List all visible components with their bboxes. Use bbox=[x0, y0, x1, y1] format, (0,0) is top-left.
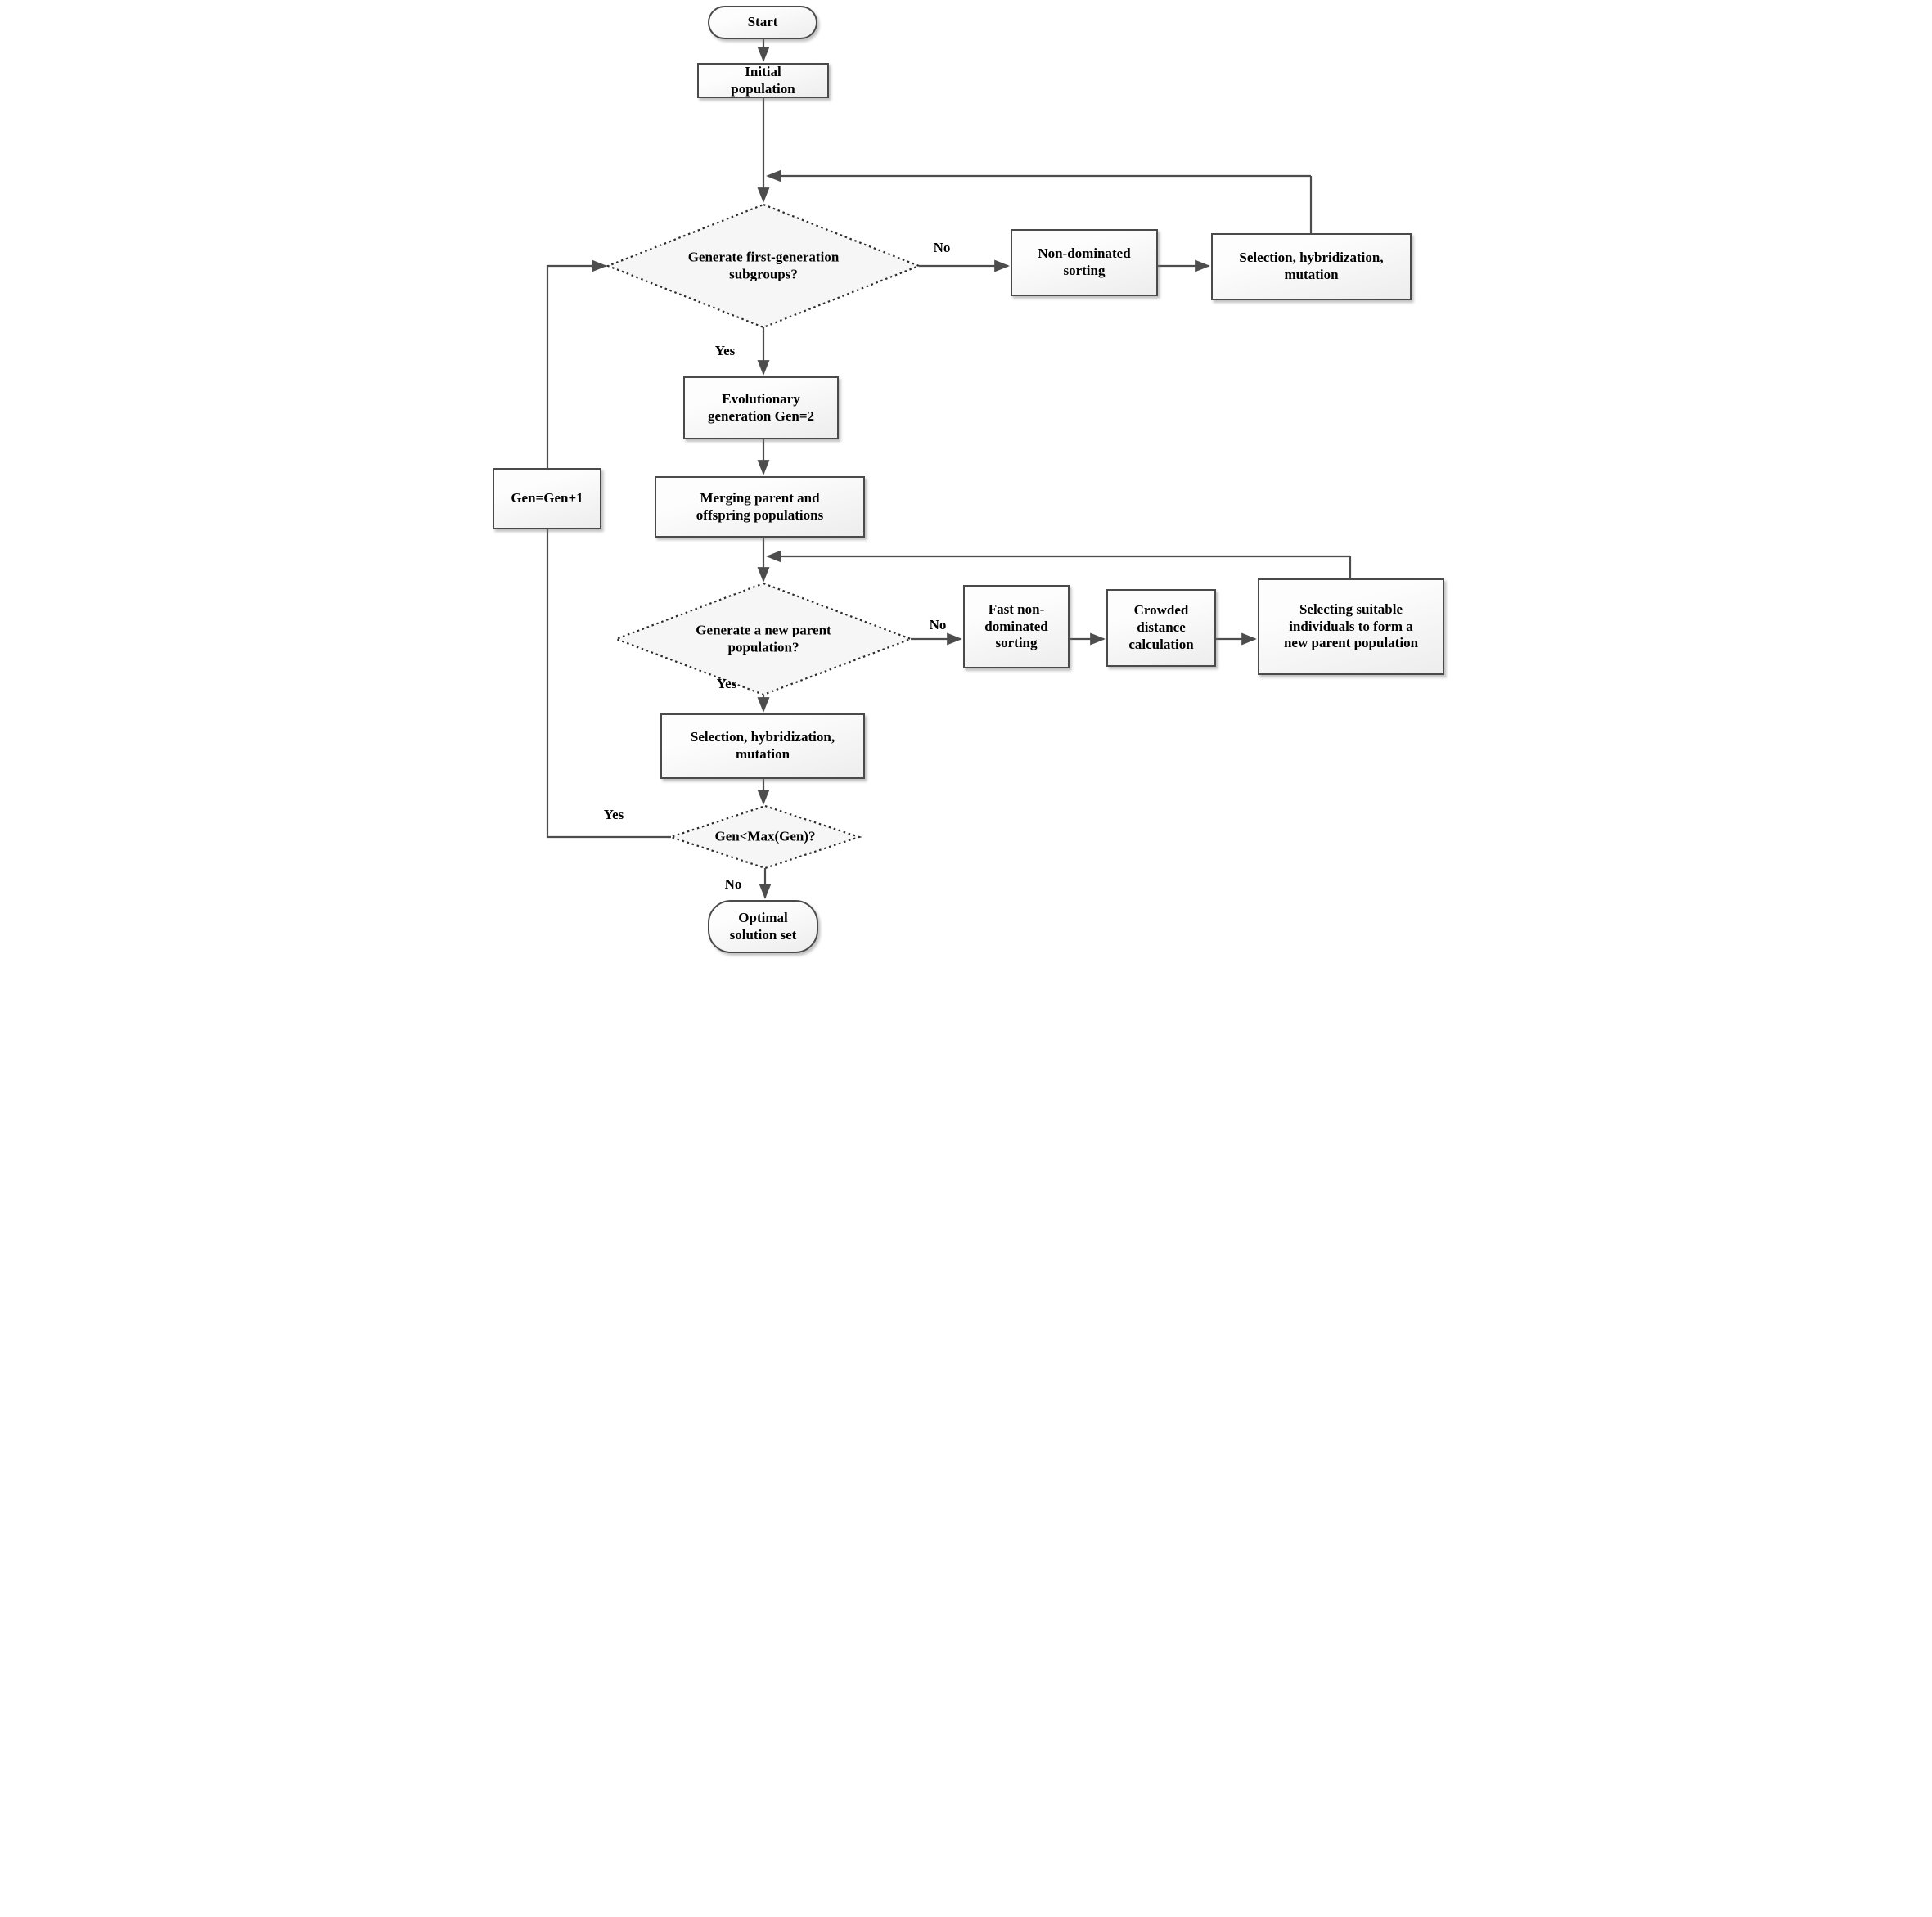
flowchart-connectors bbox=[546, 39, 1352, 899]
node-fast-non-dominated-sorting: Fast non- dominated sorting bbox=[963, 585, 1070, 668]
branch-label-no-second-decision: No bbox=[929, 617, 947, 632]
node-initial-population: Initial population bbox=[697, 63, 829, 98]
node-evolutionary-generation: Evolutionary generation Gen=2 bbox=[683, 376, 839, 439]
decision-label-new-parent-population: Generate a new parent population? bbox=[696, 622, 831, 655]
node-selection-hybridization-mutation-bottom: Selection, hybridization, mutation bbox=[660, 713, 865, 779]
decision-label-gen-max-check: Gen<Max(Gen)? bbox=[714, 828, 816, 844]
branch-label-no-gen-max-check: No bbox=[724, 876, 742, 892]
node-start: Start bbox=[708, 6, 817, 39]
decision-shape-first-generation-subgroups bbox=[606, 203, 921, 329]
branch-label-yes-second-decision: Yes bbox=[716, 676, 737, 691]
node-selecting-suitable-individuals: Selecting suitable individuals to form a… bbox=[1258, 578, 1444, 675]
decision-shape-gen-max-check bbox=[668, 804, 862, 870]
branch-label-yes-gen-max-check: Yes bbox=[603, 807, 624, 822]
node-crowded-distance-calculation: Crowded distance calculation bbox=[1106, 589, 1216, 667]
node-non-dominated-sorting: Non-dominated sorting bbox=[1011, 229, 1158, 296]
node-gen-increment: Gen=Gen+1 bbox=[493, 468, 601, 529]
decision-label-first-generation-subgroups: Generate first-generation subgroups? bbox=[687, 249, 840, 281]
branch-label-yes-first-decision: Yes bbox=[714, 343, 736, 358]
node-merging-populations: Merging parent and offspring populations bbox=[655, 476, 865, 538]
branch-label-no-first-decision: No bbox=[933, 240, 951, 255]
node-optimal-solution-set: Optimal solution set bbox=[708, 900, 818, 953]
node-selection-hybridization-mutation-top: Selection, hybridization, mutation bbox=[1211, 233, 1412, 300]
loop-line-gen-max-check-yes-to-first-decision bbox=[546, 259, 671, 839]
flowchart-canvas: Start Initial population Non-dominated s… bbox=[483, 0, 1449, 959]
